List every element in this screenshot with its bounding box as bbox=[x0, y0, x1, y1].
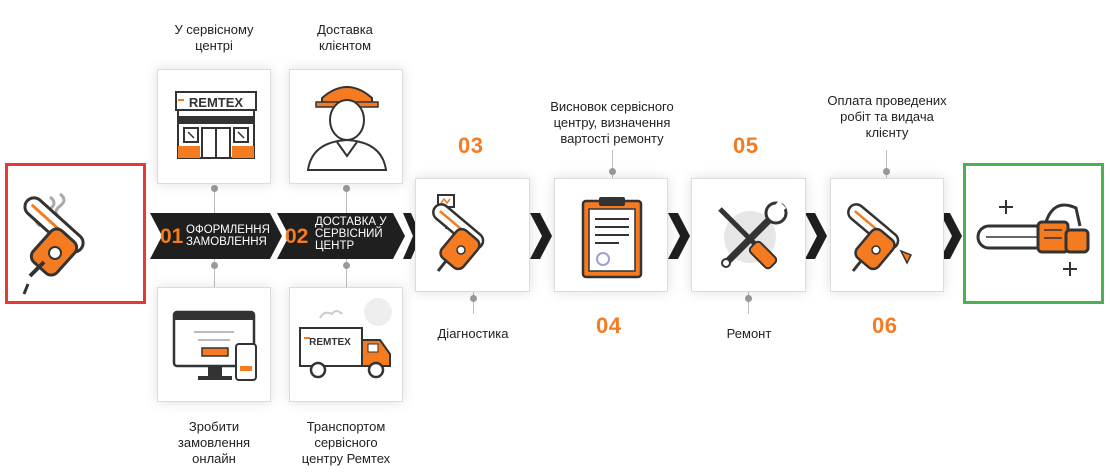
step-06-number: 06 bbox=[872, 313, 898, 338]
conclusion-card bbox=[554, 178, 668, 292]
step-02-label: ДОСТАВКА У СЕРВІСНИЙ ЦЕНТР bbox=[315, 216, 387, 252]
caption-service-center: У сервісному центрі bbox=[174, 22, 254, 53]
step-01-label: ОФОРМЛЕННЯ ЗАМОВЛЕННЯ bbox=[186, 224, 270, 248]
caption-diagnostics: Діагностика bbox=[437, 326, 509, 341]
caption-payment: Оплата проведених робіт та видача клієнт… bbox=[827, 93, 947, 140]
caption-conclusion: Висновок сервісного центру, визначення в… bbox=[550, 99, 674, 146]
computer-monitor-icon bbox=[172, 310, 257, 381]
caption-transport: Транспортом сервісного центру Ремтех bbox=[301, 419, 391, 466]
chainsaw-diagnostics-icon bbox=[432, 194, 485, 272]
step-03-number: 03 bbox=[458, 133, 484, 158]
remtex-truck-logo: REMTEX bbox=[309, 337, 351, 348]
step-05-number: 05 bbox=[733, 133, 759, 158]
repair-card bbox=[691, 178, 806, 292]
courier-person-icon bbox=[306, 86, 388, 171]
diagnostics-card bbox=[415, 178, 530, 292]
caption-order-online: Зробити замовлення онлайн bbox=[177, 419, 251, 466]
transport-card: REMTEX bbox=[289, 287, 403, 402]
step-01-number: 01 bbox=[160, 225, 184, 248]
delivery-client-card bbox=[289, 69, 403, 184]
repaired-chainsaw-icon bbox=[976, 200, 1090, 276]
broken-chainsaw-icon bbox=[22, 192, 85, 295]
wrench-screwdriver-icon bbox=[718, 200, 788, 270]
step-04-number: 04 bbox=[596, 313, 622, 338]
payment-card bbox=[830, 178, 944, 292]
chainsaw-icon bbox=[847, 203, 913, 272]
caption-repair: Ремонт bbox=[726, 326, 772, 341]
clipboard-icon bbox=[581, 197, 643, 279]
step-02-number: 02 bbox=[285, 225, 309, 248]
service-center-card: REMTEX bbox=[157, 69, 271, 184]
delivery-truck-icon: REMTEX bbox=[299, 298, 392, 379]
remtex-logo: REMTEX bbox=[189, 95, 244, 110]
repaired-chainsaw-card bbox=[963, 163, 1104, 304]
storefront-icon: REMTEX bbox=[175, 91, 257, 159]
broken-chainsaw-card bbox=[5, 163, 146, 304]
caption-delivery-client: Доставка клієнтом bbox=[317, 22, 373, 53]
order-online-card bbox=[157, 287, 271, 402]
